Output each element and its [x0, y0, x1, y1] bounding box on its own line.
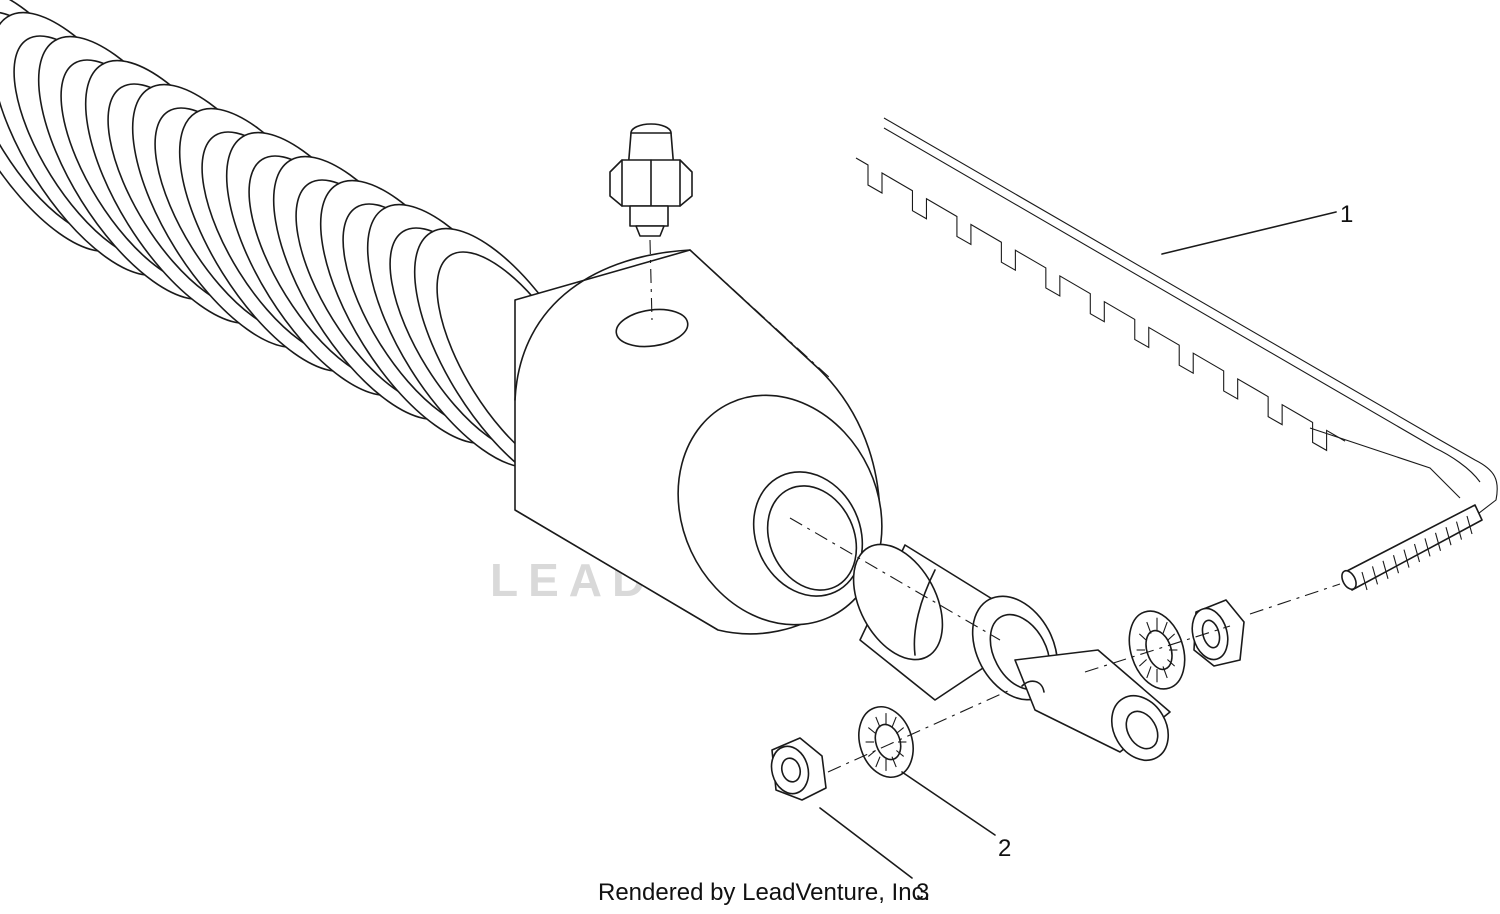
nut-left	[770, 737, 827, 801]
callout-1: 1	[1340, 201, 1353, 228]
reel-assembly	[0, 0, 883, 635]
leader-line-1	[1161, 211, 1337, 255]
nut-right	[1191, 599, 1245, 667]
callout-2: 2	[998, 835, 1011, 862]
lock-washer-right	[1128, 610, 1186, 690]
leader-line-2	[901, 771, 996, 836]
callout-3: 3	[916, 879, 929, 906]
footer-credit: Rendered by LeadVenture, Inc.	[598, 879, 930, 906]
bearing-shaft	[789, 517, 1171, 761]
grease-fitting	[609, 123, 693, 321]
scraper-rod	[855, 117, 1498, 615]
grease-hole	[615, 308, 689, 348]
lock-washer-left	[858, 706, 914, 778]
leader-line-3	[819, 807, 913, 879]
reel-bore	[752, 471, 864, 597]
